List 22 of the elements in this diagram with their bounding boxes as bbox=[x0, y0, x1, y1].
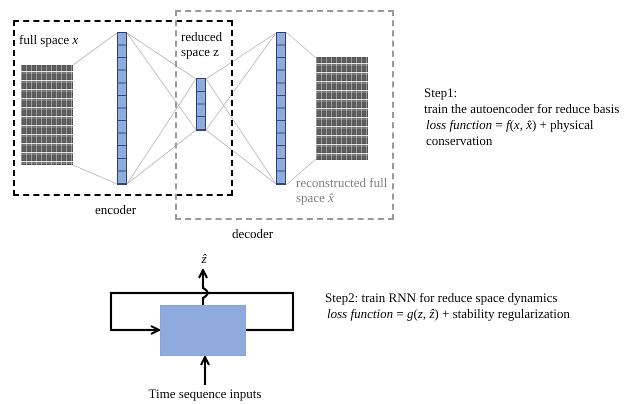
connection-lines bbox=[72, 32, 118, 184]
connection-lines bbox=[206, 32, 276, 184]
connection-lines bbox=[286, 32, 316, 186]
input-caption: Time sequence inputs bbox=[148, 386, 262, 401]
rnn-cell-box bbox=[160, 305, 246, 356]
image-caption: reconstructed full space x̂ bbox=[296, 175, 388, 205]
step-description: Step1: bbox=[424, 85, 458, 101]
step-description: Step2: train RNN for reduce space dynamics bbox=[325, 290, 558, 306]
frame-title: decoder bbox=[232, 226, 274, 241]
frame-title: encoder bbox=[95, 202, 136, 217]
layer-caption: reduced space z bbox=[181, 29, 224, 59]
image-caption: full space x bbox=[19, 32, 80, 47]
connection-lines bbox=[126, 32, 196, 184]
step-description: loss function = g(z, ẑ) + stability regularization bbox=[327, 306, 571, 322]
step-description: train the autoencoder for reduce basis bbox=[424, 101, 620, 117]
decoder-layer-bar bbox=[276, 32, 286, 185]
step-description: loss function = f(x, x̂) + physical conservation bbox=[426, 117, 594, 149]
arrow bbox=[200, 356, 210, 385]
output-symbol: ẑ bbox=[200, 251, 208, 266]
encoder-layer-bar bbox=[117, 32, 127, 185]
arrow bbox=[198, 269, 209, 305]
arrow bbox=[110, 292, 294, 335]
